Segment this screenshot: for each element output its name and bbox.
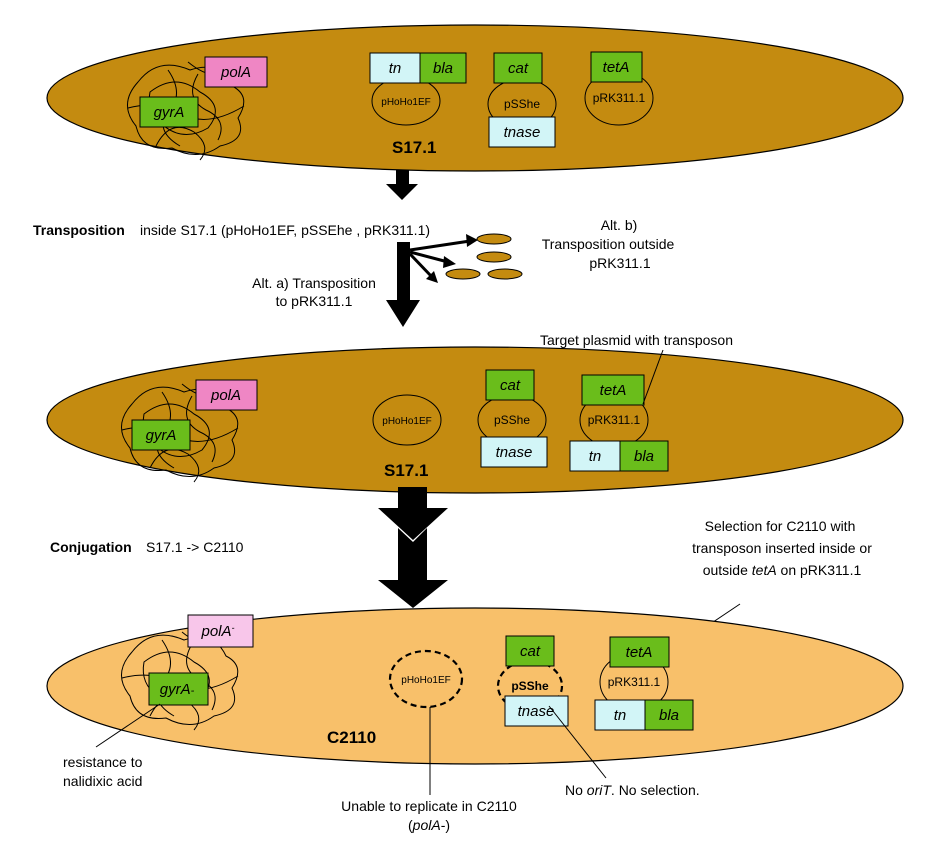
gene-bla-label: bla <box>433 60 453 77</box>
mini-cell-1 <box>476 233 512 245</box>
gene-gyrA <box>139 96 199 128</box>
gene-gyrA-minus-label: gyrA- <box>160 681 195 698</box>
gene-polA <box>204 56 268 88</box>
chevron-arrow-2 <box>378 528 448 608</box>
gene-tnase-label: tnase <box>504 124 541 141</box>
plasmid-pRK311-label: pRK311.1 <box>608 675 661 689</box>
plasmid-pHoHo1EF <box>372 394 442 446</box>
gene-gyrA <box>131 419 191 451</box>
gene-tn-label: tn <box>589 448 602 465</box>
gene-polA <box>195 379 258 411</box>
gene-bla <box>419 52 467 84</box>
gene-tetA-label: tetA <box>603 59 630 76</box>
plasmid-pSShe-label: pSShe <box>504 97 540 111</box>
gene-tetA-label: tetA <box>600 382 627 399</box>
plasmid-pSShe-label: pSShe <box>511 679 549 693</box>
gene-cat <box>505 635 555 667</box>
plasmid-pHoHo1EF-label: pHoHo1EF <box>382 416 431 427</box>
plasmid-pRK311-label: pRK311.1 <box>593 91 646 105</box>
gene-cat <box>493 52 543 84</box>
alt-a-line1: Alt. a) Transposition <box>252 275 376 291</box>
gene-polA-label: polA <box>210 387 241 404</box>
resistance-line2: nalidixic acid <box>63 773 142 789</box>
plasmid-pHoHo1EF-label: pHoHo1EF <box>401 675 450 686</box>
gene-tnase <box>504 695 569 727</box>
gene-gyrA-minus <box>148 672 209 706</box>
transposition-title: Transposition <box>33 222 125 238</box>
selection-line2: transposon inserted inside or <box>692 540 872 556</box>
transposition-arrow-c <box>408 252 434 279</box>
gene-tnase-label: tnase <box>518 703 555 720</box>
gene-tn <box>594 699 646 731</box>
target-plasmid-note: Target plasmid with transposon <box>540 332 733 348</box>
gene-cat-label: cat <box>508 60 529 77</box>
mini-cell-4 <box>487 268 523 280</box>
alt-b-line2: Transposition outside <box>542 236 675 252</box>
alt-b-line1: Alt. b) <box>601 217 638 233</box>
target-plasmid-pointer <box>642 349 664 405</box>
panel-1: polA gyrA pHoHo1EF tn bla pSShe cat tnas… <box>46 24 904 172</box>
plasmid-pSShe-label: pSShe <box>494 413 530 427</box>
transposition-arrowhead-c <box>426 271 438 283</box>
gene-polA-minus <box>187 614 254 648</box>
no-orit-pointer <box>548 705 607 779</box>
gene-gyrA-label: gyrA <box>146 427 177 444</box>
gene-tetA-label: tetA <box>626 644 653 661</box>
gene-gyrA-label: gyrA <box>154 104 185 121</box>
gene-tetA <box>609 636 670 668</box>
chevron-arrow-1 <box>378 487 448 540</box>
gene-tetA <box>581 374 645 406</box>
mini-cell-3 <box>445 268 481 280</box>
cell-s17-1-middle <box>46 346 904 494</box>
transposition-arrowhead-a <box>466 234 478 247</box>
panel-2: Target plasmid with transposon polA gyrA… <box>46 332 904 494</box>
unable-line1: Unable to replicate in C2110 <box>341 798 517 814</box>
transposition-arrow-a <box>409 239 471 252</box>
gene-tnase-label: tnase <box>496 444 533 461</box>
transposition-arrow-b <box>409 250 449 264</box>
plasmid-pRK311-label: pRK311.1 <box>588 413 641 427</box>
selection-line1: Selection for C2110 with <box>705 518 856 534</box>
selection-line3: outside tetA on pRK311.1 <box>703 562 862 578</box>
conjugation-detail: S17.1 -> C2110 <box>146 539 244 555</box>
gene-cat <box>485 369 535 401</box>
gene-bla <box>619 440 669 472</box>
gene-bla-label: bla <box>659 707 679 724</box>
transposition-detail: inside S17.1 (pHoHo1EF, pSSEhe , pRK311.… <box>140 222 430 238</box>
cell-name-label: S17.1 <box>392 138 436 157</box>
transposition-arrowhead-b <box>443 256 456 268</box>
gene-cat-label: cat <box>520 643 541 660</box>
transposition-step: Transposition inside S17.1 (pHoHo1EF, pS… <box>33 170 674 327</box>
gene-tn-label: tn <box>614 707 627 724</box>
down-arrow-2 <box>386 242 420 327</box>
gene-tnase <box>488 116 556 148</box>
alt-a-line2: to pRK311.1 <box>276 293 353 309</box>
gene-tetA <box>590 51 643 83</box>
gene-bla <box>644 699 694 731</box>
resistance-line1: resistance to <box>63 754 143 770</box>
mini-cell-2 <box>476 251 512 263</box>
gene-tn-label: tn <box>389 60 402 77</box>
gene-bla-label: bla <box>634 448 654 465</box>
panel-3: polA- gyrA- pHoHo1EF pSShe cat tnase pRK… <box>46 603 904 833</box>
no-orit-note: No oriT. No selection. <box>565 782 700 798</box>
cell-name-label: C2110 <box>327 728 376 747</box>
gene-cat-label: cat <box>500 377 521 394</box>
plasmid-pHoHo1EF-lost <box>388 649 464 709</box>
plasmid-pHoHo1EF-label: pHoHo1EF <box>381 97 430 108</box>
down-arrow-1 <box>386 170 418 200</box>
cell-name-label: S17.1 <box>384 461 428 480</box>
gene-polA-minus-label: polA- <box>200 623 234 640</box>
unable-line2: (polA-) <box>408 817 450 833</box>
gene-polA-label: polA <box>220 64 251 81</box>
gene-tn <box>569 440 621 472</box>
resistance-pointer <box>95 703 161 748</box>
conjugation-step: Conjugation S17.1 -> C2110 Selection for… <box>50 487 872 608</box>
gene-tnase <box>480 436 548 468</box>
conjugation-title: Conjugation <box>50 539 132 555</box>
alt-b-line3: pRK311.1 <box>589 255 650 271</box>
